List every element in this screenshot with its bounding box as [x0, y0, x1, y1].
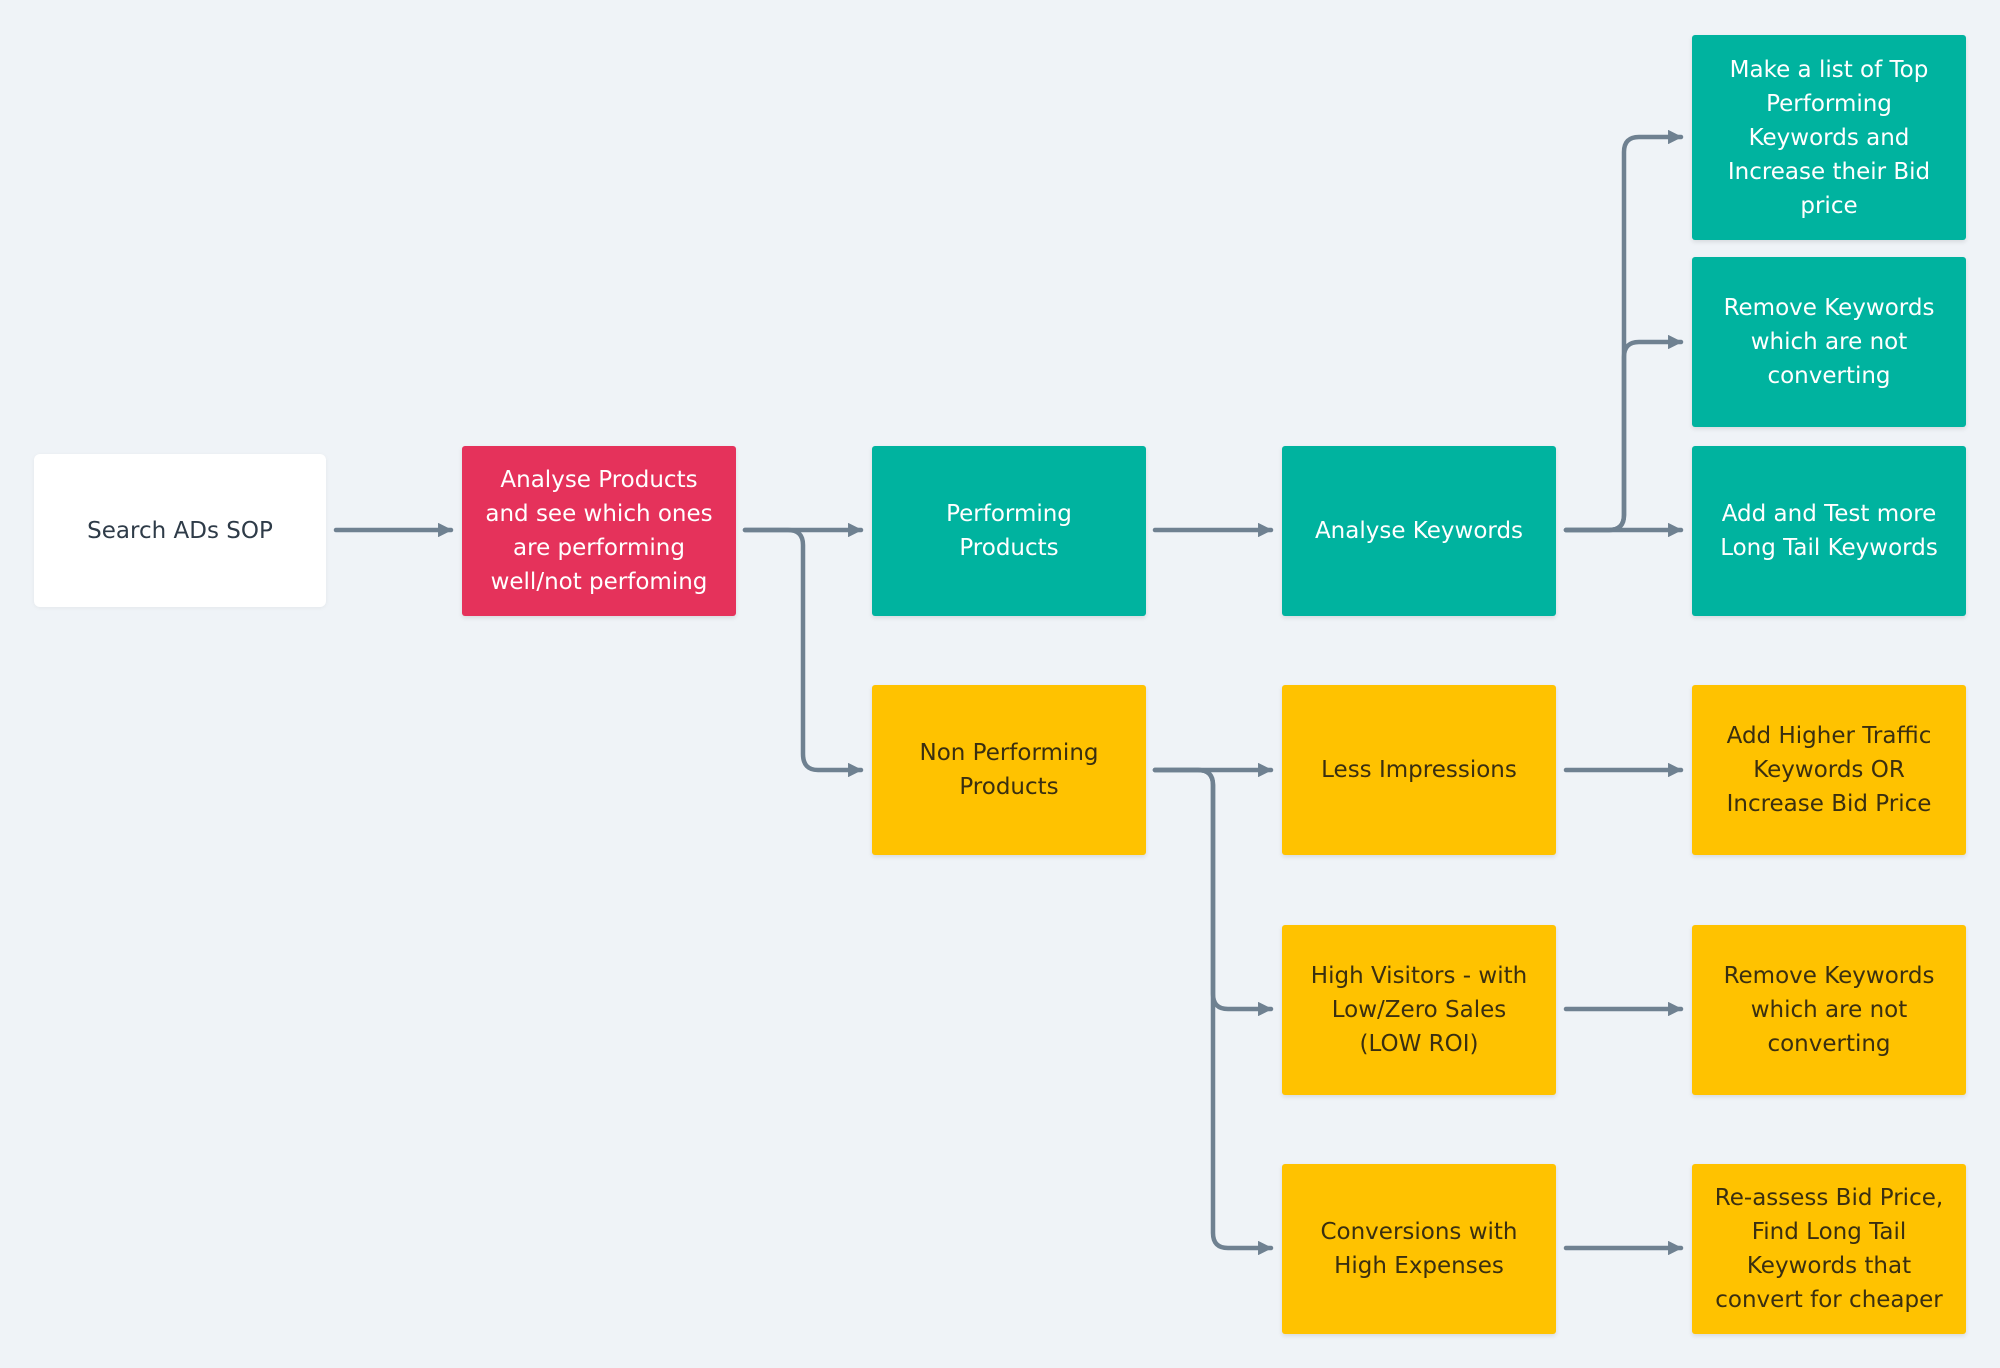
node-remove-keywords-performing[interactable]: Remove Keywords which are not converting	[1692, 257, 1966, 427]
node-performing-products[interactable]: Performing Products	[872, 446, 1146, 616]
node-analyse-keywords-label: Analyse Keywords	[1314, 518, 1524, 544]
connector-non-performing-to-conversions	[1152, 767, 1274, 1256]
node-non-performing-products[interactable]: Non Performing Products	[872, 685, 1146, 855]
node-remove-keywords-non-performing[interactable]: Remove Keywords which are not converting	[1692, 925, 1966, 1095]
node-reassess-bid-price-label: Re-assess Bid Price, Find Long Tail Keyw…	[1714, 1185, 1944, 1313]
node-top-performing-keywords[interactable]: Make a list of Top Performing Keywords a…	[1692, 35, 1966, 240]
node-reassess-bid-price[interactable]: Re-assess Bid Price, Find Long Tail Keyw…	[1692, 1164, 1966, 1334]
node-search-ads-sop[interactable]: Search ADs SOP	[34, 454, 326, 607]
node-performing-products-label: Performing Products	[946, 501, 1072, 561]
connector-analyse-to-non-performing	[742, 527, 864, 778]
node-conversions-high-expenses[interactable]: Conversions with High Expenses	[1282, 1164, 1556, 1334]
node-add-higher-traffic-keywords-label: Add Higher Traffic Keywords OR Increase …	[1726, 723, 1932, 817]
node-remove-keywords-non-performing-label: Remove Keywords which are not converting	[1723, 963, 1935, 1057]
node-add-higher-traffic-keywords[interactable]: Add Higher Traffic Keywords OR Increase …	[1692, 685, 1966, 855]
node-non-performing-products-label: Non Performing Products	[919, 740, 1099, 800]
node-search-ads-sop-label: Search ADs SOP	[87, 517, 273, 544]
node-less-impressions-label: Less Impressions	[1321, 757, 1517, 783]
node-remove-keywords-performing-label: Remove Keywords which are not converting	[1723, 295, 1935, 389]
node-less-impressions[interactable]: Less Impressions	[1282, 685, 1556, 855]
node-high-visitors-label: High Visitors - with Low/Zero Sales (LOW…	[1310, 963, 1528, 1057]
node-analyse-products[interactable]: Analyse Products and see which ones are …	[462, 446, 736, 616]
node-high-visitors[interactable]: High Visitors - with Low/Zero Sales (LOW…	[1282, 925, 1556, 1095]
node-conversions-high-expenses-label: Conversions with High Expenses	[1320, 1219, 1518, 1279]
node-analyse-keywords[interactable]: Analyse Keywords	[1282, 446, 1556, 616]
node-top-performing-keywords-label: Make a list of Top Performing Keywords a…	[1727, 56, 1931, 219]
node-add-long-tail-keywords-label: Add and Test more Long Tail Keywords	[1720, 501, 1938, 561]
connector-keywords-to-top-keywords	[1563, 129, 1684, 533]
node-add-long-tail-keywords[interactable]: Add and Test more Long Tail Keywords	[1692, 446, 1966, 616]
node-analyse-products-label: Analyse Products and see which ones are …	[485, 467, 713, 595]
